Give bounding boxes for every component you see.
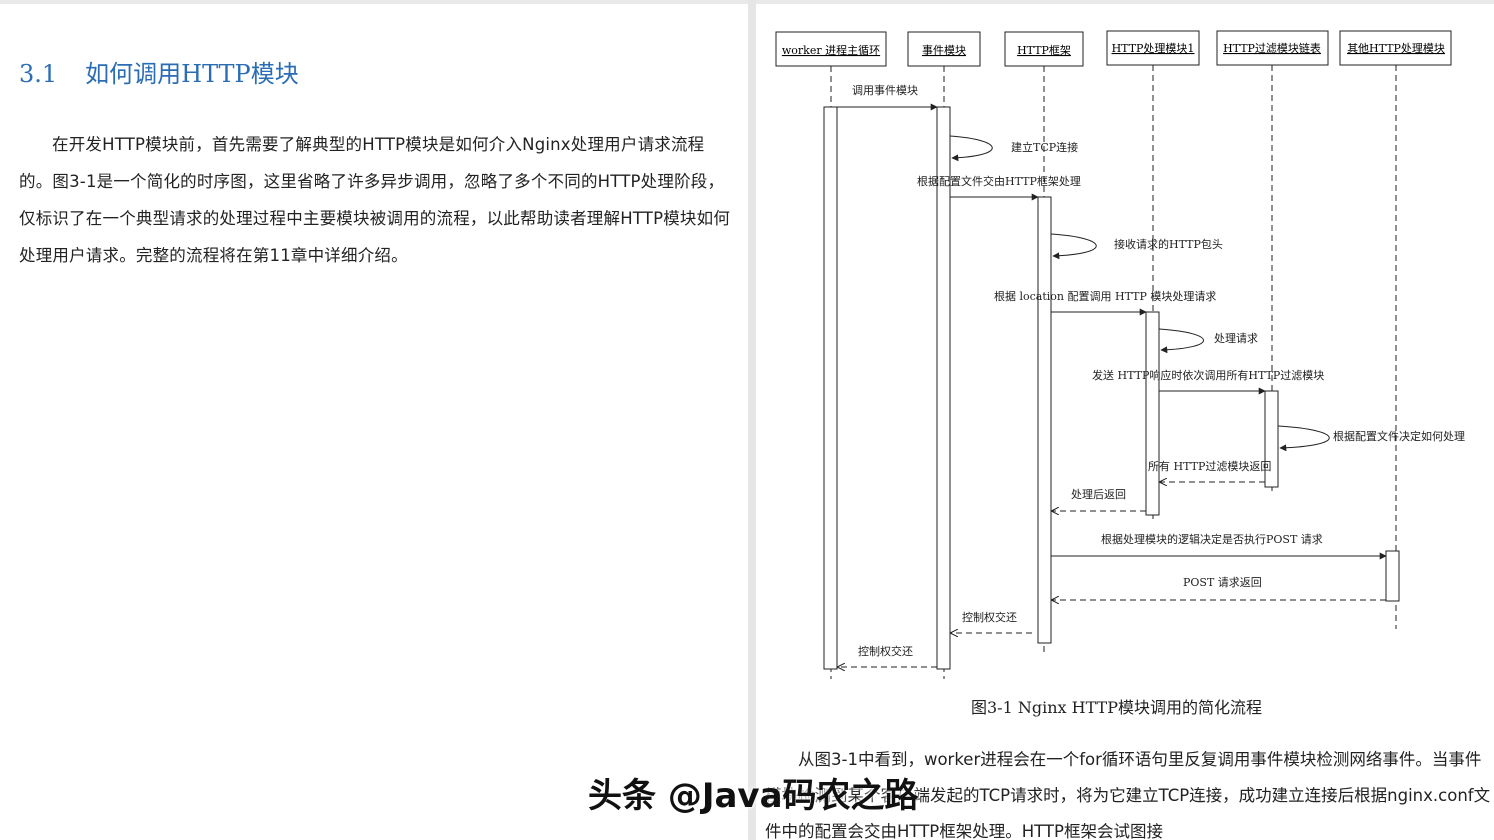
svg-text:HTTP处理模块1: HTTP处理模块1 <box>1112 42 1195 55</box>
msg-self-process-request <box>1158 328 1204 354</box>
participant-http-filter-chain: HTTP过滤模块链表 <box>1216 30 1329 66</box>
section-heading: 3.1 如何调用HTTP模块 <box>19 54 299 89</box>
sequence-diagram: worker 进程主循环 事件模块 HTTP框架 HTTP处理模块1 HTTP过… <box>775 30 1465 679</box>
page-divider <box>748 0 756 840</box>
participant-http-handler-1: HTTP处理模块1 <box>1106 30 1200 66</box>
label-tcp-connect: 建立TCP连接 <box>1011 140 1078 154</box>
section-number: 3.1 <box>19 60 58 88</box>
intro-paragraph: 在开发HTTP模块前，首先需要了解典型的HTTP模块是如何介入Nginx处理用户… <box>19 135 731 265</box>
label-call-event-module: 调用事件模块 <box>852 84 918 97</box>
label-handler-return: 处理后返回 <box>1071 488 1126 501</box>
participant-event-module: 事件模块 <box>907 31 981 67</box>
activation-bars <box>823 106 1400 670</box>
left-page: 3.1 如何调用HTTP模块 在开发HTTP模块前，首先需要了解典型的HTTP模块… <box>0 4 748 840</box>
msg-self-tcp-connect <box>949 135 993 162</box>
section-title: 如何调用HTTP模块 <box>85 60 299 88</box>
label-return-control-1: 控制权交还 <box>962 610 1017 624</box>
right-page: worker 进程主循环 事件模块 HTTP框架 HTTP处理模块1 HTTP过… <box>756 4 1494 840</box>
label-recv-header: 接收请求的HTTP包头 <box>1114 237 1223 251</box>
svg-text:HTTP框架: HTTP框架 <box>1017 44 1071 57</box>
participant-other-http-handlers: 其他HTTP处理模块 <box>1339 30 1452 66</box>
label-filters-return: 所有 HTTP过滤模块返回 <box>1148 459 1271 473</box>
label-return-control-2: 控制权交还 <box>858 644 913 658</box>
msg-self-recv-header <box>1050 233 1097 260</box>
svg-text:worker 进程主循环: worker 进程主循环 <box>782 44 880 57</box>
label-post-return: POST 请求返回 <box>1183 576 1262 589</box>
body-paragraph: 从图3-1中看到，worker进程会在一个for循环语句里反复调用事件模块检测网… <box>765 750 1491 840</box>
figure-caption: 图3-1 Nginx HTTP模块调用的简化流程 <box>971 698 1262 717</box>
svg-text:HTTP过滤模块链表: HTTP过滤模块链表 <box>1223 41 1321 55</box>
svg-text:其他HTTP处理模块: 其他HTTP处理模块 <box>1347 42 1445 55</box>
msg-self-filter-decide <box>1277 425 1330 452</box>
label-filter-decide: 根据配置文件决定如何处理 <box>1333 429 1465 443</box>
participant-worker: worker 进程主循环 <box>775 31 887 67</box>
label-delegate-http-framework: 根据配置文件交由HTTP框架处理 <box>917 174 1081 188</box>
label-call-filters: 发送 HTTP响应时依次调用所有HTTP过滤模块 <box>1092 368 1324 382</box>
label-call-by-location: 根据 location 配置调用 HTTP 模块处理请求 <box>994 289 1216 303</box>
participant-http-framework: HTTP框架 <box>1004 31 1084 67</box>
svg-text:事件模块: 事件模块 <box>922 44 966 57</box>
label-process-request: 处理请求 <box>1214 332 1258 345</box>
label-post-decide: 根据处理模块的逻辑决定是否执行POST 请求 <box>1101 532 1323 546</box>
watermark: 头条 @Java码农之路 <box>588 776 919 816</box>
